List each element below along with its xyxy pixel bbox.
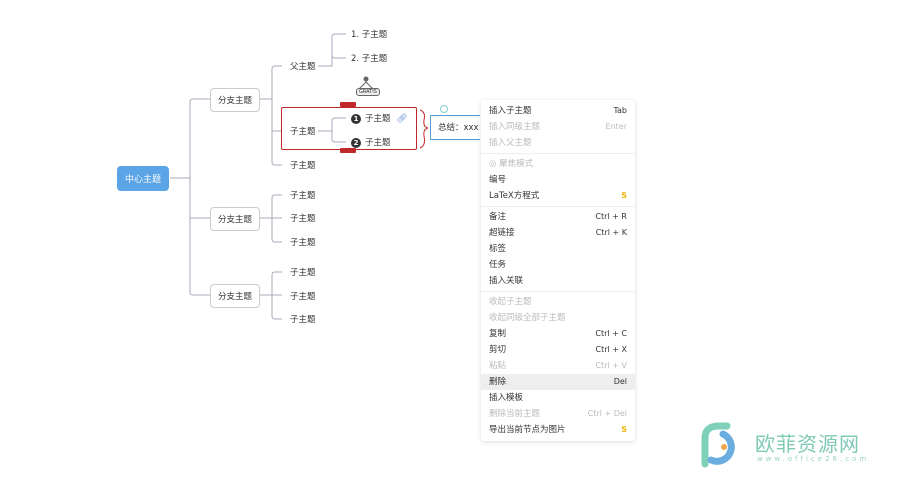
- menu-separator: [481, 153, 635, 154]
- menu-item-label: 标签: [489, 244, 507, 254]
- menu-item[interactable]: 标签: [481, 241, 635, 257]
- menu-item-label: 导出当前节点为图片: [489, 425, 566, 435]
- branch-topic[interactable]: 分支主题: [210, 88, 261, 112]
- menu-item: 插入父主题: [481, 135, 635, 151]
- menu-item[interactable]: 删除 Del: [481, 374, 635, 390]
- menu-item-label: 插入子主题: [489, 106, 532, 116]
- menu-item-shortcut: Ctrl + X: [595, 345, 627, 354]
- subtopic[interactable]: 子主题: [290, 191, 316, 201]
- menu-item[interactable]: 超链接 Ctrl + K: [481, 225, 635, 241]
- menu-item-label: 任务: [489, 260, 507, 270]
- menu-item[interactable]: 编号: [481, 172, 635, 188]
- menu-item-shortcut: Ctrl + C: [595, 329, 627, 338]
- menu-item-label: 备注: [489, 212, 507, 222]
- menu-item: 粘贴 Ctrl + V: [481, 358, 635, 374]
- menu-item-label: 收起子主题: [489, 297, 532, 307]
- menu-item-shortcut: Del: [613, 377, 627, 386]
- menu-item-shortcut: Enter: [605, 122, 627, 131]
- pro-icon: S: [621, 191, 627, 200]
- branch-topic[interactable]: 分支主题: [210, 207, 261, 231]
- menu-item-label: 插入父主题: [489, 138, 532, 148]
- branch-topic[interactable]: 分支主题: [210, 284, 261, 308]
- menu-item-label: 插入模板: [489, 393, 524, 403]
- menu-item-label: 删除当前主题: [489, 409, 541, 419]
- subtopic[interactable]: 子主题: [290, 268, 316, 278]
- menu-item-shortcut: Tab: [613, 106, 627, 115]
- menu-item[interactable]: 备注 Ctrl + R: [481, 209, 635, 225]
- menu-item-shortcut: Ctrl + K: [595, 228, 627, 237]
- number-badge: 2: [351, 138, 361, 148]
- menu-item-label: 复制: [489, 329, 507, 339]
- menu-item-label: 超链接: [489, 228, 515, 238]
- subtopic-label: 子主题: [365, 138, 391, 148]
- number-badge: 1: [351, 114, 361, 124]
- collapse-handle-bottom[interactable]: [340, 148, 356, 153]
- menu-item: 收起同级全部子主题: [481, 310, 635, 326]
- menu-item[interactable]: 导出当前节点为图片 S: [481, 422, 635, 438]
- menu-item-label: ◎ 聚焦模式: [489, 159, 534, 169]
- menu-item: 删除当前主题 Ctrl + Del: [481, 406, 635, 422]
- central-topic[interactable]: 中心主题: [117, 166, 170, 191]
- menu-item-shortcut: Ctrl + V: [595, 361, 628, 370]
- menu-item-label: 剪切: [489, 345, 507, 355]
- watermark-logo-icon: [701, 422, 735, 468]
- watermark-url: www.office26.com: [757, 455, 870, 463]
- menu-item[interactable]: 插入模板: [481, 390, 635, 406]
- context-menu: 插入子主题 Tab 插入同级主题 Enter 插入父主题 ◎ 聚焦模式编号 LaTeX方程式…: [481, 100, 635, 441]
- menu-item-label: 插入关联: [489, 276, 524, 286]
- menu-item[interactable]: 插入关联: [481, 273, 635, 289]
- parent-topic[interactable]: 父主题: [290, 62, 316, 72]
- subtopic[interactable]: 子主题: [290, 315, 316, 325]
- selected-topic[interactable]: 子主题: [290, 127, 316, 137]
- menu-separator: [481, 291, 635, 292]
- menu-item[interactable]: LaTeX方程式 S: [481, 188, 635, 204]
- menu-item[interactable]: 剪切 Ctrl + X: [481, 342, 635, 358]
- watermark-name: 欧菲资源网: [755, 432, 860, 456]
- menu-item-label: 删除: [489, 377, 507, 387]
- menu-item: 插入同级主题 Enter: [481, 119, 635, 135]
- menu-item-shortcut: Ctrl + R: [595, 212, 627, 221]
- menu-item[interactable]: 任务: [481, 257, 635, 273]
- menu-item: 收起子主题: [481, 294, 635, 310]
- collapse-handle-top[interactable]: [340, 102, 356, 107]
- summary-topic[interactable]: 总结：xxx: [430, 115, 480, 140]
- menu-item[interactable]: 插入子主题 Tab: [481, 103, 635, 119]
- link-icon[interactable]: 🔗︎: [396, 114, 408, 124]
- menu-separator: [481, 206, 635, 207]
- menu-item-label: 收起同级全部子主题: [489, 313, 566, 323]
- menu-item-label: 插入同级主题: [489, 122, 541, 132]
- menu-item-label: LaTeX方程式: [489, 191, 540, 201]
- subtopic[interactable]: 子主题: [290, 238, 316, 248]
- numbered-subtopic[interactable]: 1 子主题 🔗︎: [351, 112, 407, 124]
- subtopic[interactable]: 子主题: [290, 161, 316, 171]
- subtopic[interactable]: 1. 子主题: [351, 30, 388, 40]
- subtopic-label: 子主题: [365, 114, 391, 124]
- subtopic[interactable]: 子主题: [290, 292, 316, 302]
- pro-icon: S: [621, 425, 627, 434]
- menu-item-shortcut: Ctrl + Del: [587, 409, 627, 418]
- numbered-subtopic[interactable]: 2 子主题: [351, 136, 391, 148]
- gratis-badge-icon: GRATIS: [356, 88, 380, 96]
- menu-item: ◎ 聚焦模式: [481, 156, 635, 172]
- subtopic[interactable]: 2. 子主题: [351, 54, 388, 64]
- subtopic[interactable]: 子主题: [290, 214, 316, 224]
- menu-item-label: 编号: [489, 175, 507, 185]
- menu-item-label: 粘贴: [489, 361, 507, 371]
- menu-item[interactable]: 复制 Ctrl + C: [481, 326, 635, 342]
